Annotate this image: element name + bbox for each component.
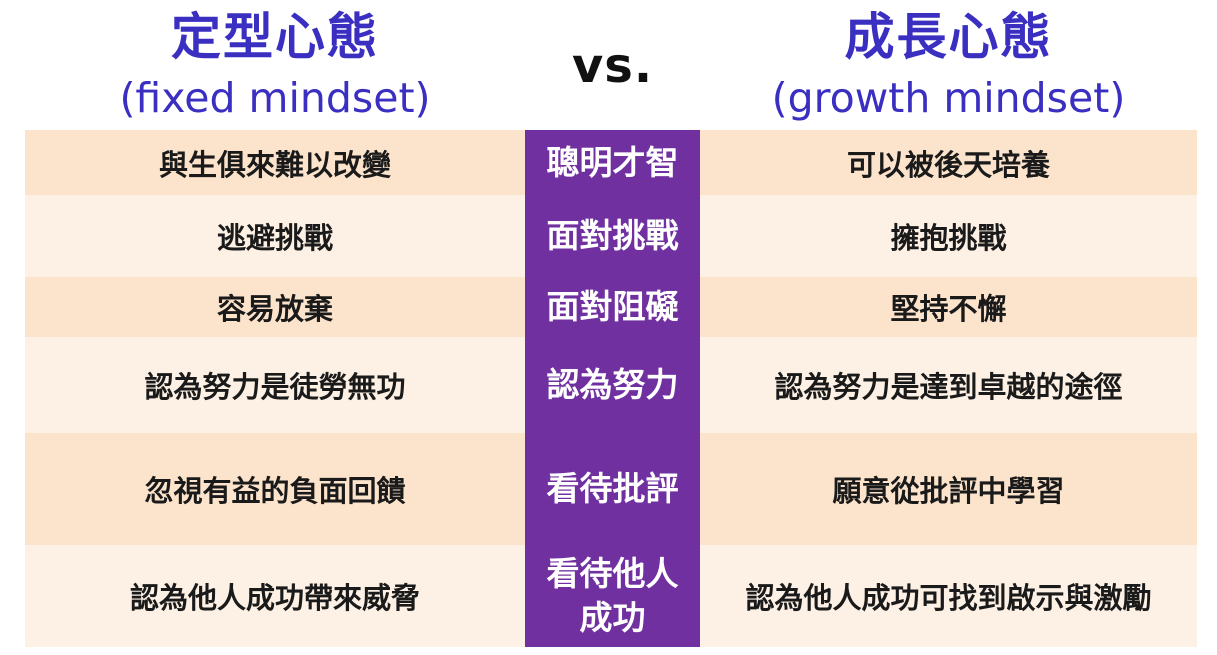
aspect-cell: 面對阻礙 <box>525 277 700 337</box>
table-row: 與生俱來難以改變 聰明才智 可以被後天培養 <box>25 130 1197 195</box>
versus-label: vs. <box>571 38 654 94</box>
fixed-cell: 認為努力是徒勞無功 <box>25 337 525 433</box>
aspect-cell: 看待他人成功 <box>525 545 700 647</box>
comparison-table: 與生俱來難以改變 聰明才智 可以被後天培養 逃避挑戰 面對挑戰 擁抱挑戰 容易放… <box>25 130 1197 647</box>
fixed-cell: 容易放棄 <box>25 277 525 337</box>
table-row: 逃避挑戰 面對挑戰 擁抱挑戰 <box>25 195 1197 277</box>
fixed-cell: 與生俱來難以改變 <box>25 130 525 195</box>
table-row: 認為他人成功帶來威脅 看待他人成功 認為他人成功可找到啟示與激勵 <box>25 545 1197 647</box>
aspect-cell: 看待批評 <box>525 433 700 545</box>
growth-mindset-subtitle: (growth mindset) <box>771 74 1126 122</box>
fixed-mindset-subtitle: (fixed mindset) <box>119 74 431 122</box>
fixed-cell: 逃避挑戰 <box>25 195 525 277</box>
growth-cell: 擁抱挑戰 <box>700 195 1197 277</box>
growth-mindset-title: 成長心態 <box>844 8 1053 66</box>
fixed-mindset-title: 定型心態 <box>171 8 379 66</box>
table-row: 容易放棄 面對阻礙 堅持不懈 <box>25 277 1197 337</box>
growth-cell: 可以被後天培養 <box>700 130 1197 195</box>
aspect-cell: 面對挑戰 <box>525 195 700 277</box>
fixed-cell: 認為他人成功帶來威脅 <box>25 545 525 647</box>
growth-cell: 堅持不懈 <box>700 277 1197 337</box>
growth-cell: 認為努力是達到卓越的途徑 <box>700 337 1197 433</box>
fixed-mindset-heading: 定型心態 (fixed mindset) <box>25 0 525 124</box>
growth-cell: 認為他人成功可找到啟示與激勵 <box>700 545 1197 647</box>
table-row: 認為努力是徒勞無功 認為努力 認為努力是達到卓越的途徑 <box>25 337 1197 433</box>
aspect-cell: 認為努力 <box>525 337 700 433</box>
growth-cell: 願意從批評中學習 <box>700 433 1197 545</box>
aspect-cell: 聰明才智 <box>525 130 700 195</box>
fixed-cell: 忽視有益的負面回饋 <box>25 433 525 545</box>
growth-mindset-heading: 成長心態 (growth mindset) <box>700 0 1197 124</box>
comparison-header: 定型心態 (fixed mindset) vs. 成長心態 (growth mi… <box>0 0 1217 130</box>
table-row: 忽視有益的負面回饋 看待批評 願意從批評中學習 <box>25 433 1197 545</box>
